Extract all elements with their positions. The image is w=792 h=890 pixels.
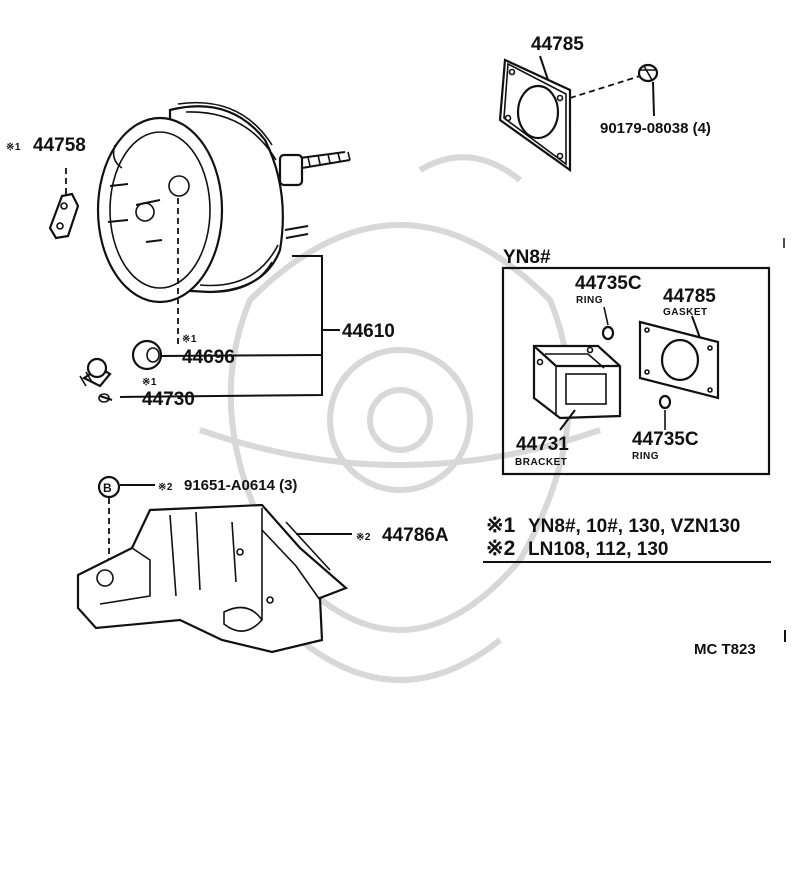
label-clevis: 44758 [33,135,86,156]
inset-bracket-name: BRACKET [515,457,567,468]
inset-ring-top-part: 44735C [575,273,642,294]
note-1-text: YN8#, 10#, 130, VZN130 [528,516,740,537]
mark-clevis: ※1 [6,142,21,153]
label-grommet: 44696 [182,347,235,368]
note-2-mark: ※2 [486,537,515,560]
label-bracket: 44786A [382,525,449,546]
yn8-inset [501,266,771,476]
inset-bracket-part: 44731 [516,434,569,455]
mark-grommet: ※1 [182,334,197,345]
label-bolt: 91651-A0614 (3) [184,477,297,494]
note-2-text: LN108, 112, 130 [528,539,669,560]
mounting-bracket-drawing [76,475,352,654]
inset-ring-top-name: RING [576,295,603,306]
inset-ring-bottom-name: RING [632,451,659,462]
gasket-top-drawing [498,55,659,173]
mark-bracket: ※2 [356,532,371,543]
brake-booster-drawing [96,101,351,345]
label-nut: 90179-08038 (4) [600,120,711,137]
figure-code: MC T823 [694,641,756,658]
note-1-mark: ※1 [486,514,516,537]
mark-bolt: ※2 [158,482,173,493]
inset-title: YN8# [503,247,551,268]
watermark [199,154,601,683]
clevis-part [48,168,80,240]
bolt-callout-letter: B [103,481,112,495]
inset-gasket-part: 44785 [663,286,716,307]
label-booster: 44610 [342,321,395,342]
inset-ring-bottom-part: 44735C [632,429,699,450]
booster-leaders [119,255,340,398]
mark-check-valve: ※1 [142,377,157,388]
grommet-part [131,339,163,371]
label-44785-top: 44785 [531,34,584,55]
label-check-valve: 44730 [142,389,195,410]
check-valve-part [79,357,113,403]
inset-gasket-name: GASKET [663,307,708,318]
